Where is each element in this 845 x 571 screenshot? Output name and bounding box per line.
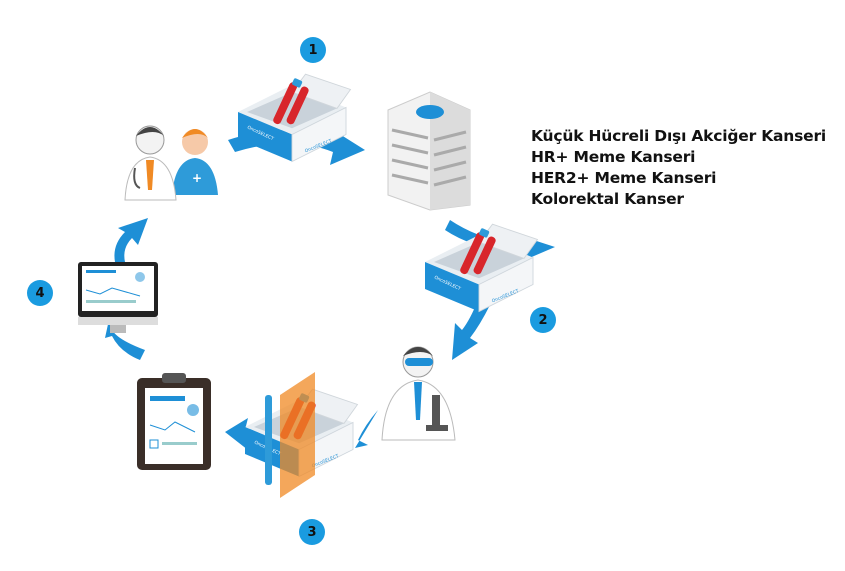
- arrow-box2-to-scientist: [452, 300, 490, 360]
- svg-text:+: +: [192, 171, 202, 185]
- monitor-report: [78, 262, 158, 333]
- clipboard-report: [137, 373, 211, 470]
- step-badge-4: 4: [27, 280, 53, 306]
- step-badge-2: 2: [530, 307, 556, 333]
- lab-building: [387, 91, 471, 211]
- sample-kit-box-3: [244, 372, 358, 498]
- step-badge-1: 1: [300, 37, 326, 63]
- cancer-type-list: Küçük Hücreli Dışı Akciğer Kanseri HR+ M…: [531, 126, 826, 210]
- arrow-scientist-to-box3: [355, 410, 378, 448]
- cancer-type-item: HR+ Meme Kanseri: [531, 148, 696, 166]
- doctors-illustration: +: [124, 125, 218, 201]
- cancer-type-item: Küçük Hücreli Dışı Akciğer Kanseri: [531, 127, 827, 145]
- sample-kit-box-2: [424, 223, 538, 312]
- scientist-illustration: [381, 346, 456, 441]
- cancer-type-item: Kolorektal Kanser: [531, 190, 684, 208]
- arrow-monitor-to-doctors: [114, 218, 148, 262]
- cancer-type-item: HER2+ Meme Kanseri: [531, 169, 717, 187]
- step-badge-3: 3: [299, 519, 325, 545]
